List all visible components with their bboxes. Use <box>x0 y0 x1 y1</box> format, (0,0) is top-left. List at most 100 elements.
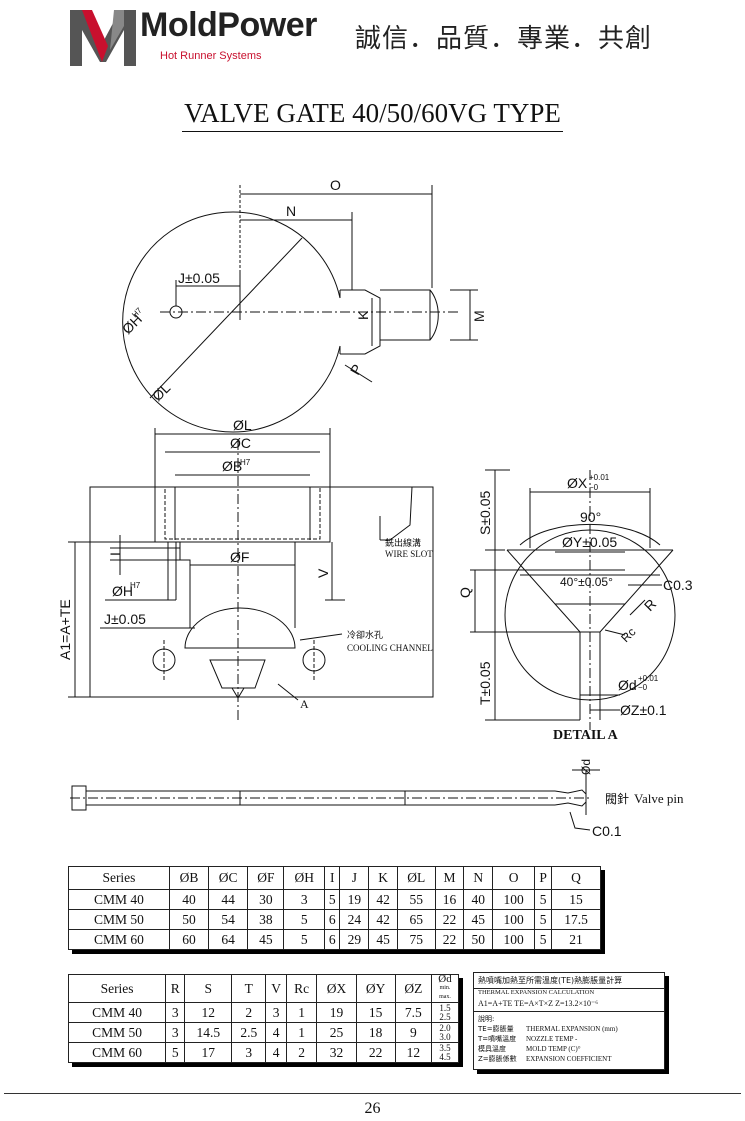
table-cell: CMM 40 <box>68 889 170 910</box>
table-cell: 3 <box>265 1002 287 1023</box>
table-cell: 4 <box>265 1042 287 1063</box>
table-header: N <box>463 866 494 890</box>
table-cell: 50 <box>168 909 210 930</box>
dim-B-tol: H7 <box>240 458 251 467</box>
table-cell: 24 <box>339 909 370 930</box>
dim-K: K <box>355 310 371 320</box>
table-cell: 100 <box>492 929 536 950</box>
table-cell: CMM 50 <box>67 1022 167 1043</box>
table-cell: 45 <box>247 929 285 950</box>
dim-d-tol-up: +0.01 <box>638 674 659 683</box>
table-cell: 7.5 <box>394 1002 433 1023</box>
table-cell: 6 <box>324 909 341 930</box>
table-header: I <box>324 866 341 890</box>
table-header: O <box>492 866 536 890</box>
dim-X: ØX <box>567 475 588 491</box>
dim-Z: ØZ±0.1 <box>620 702 667 718</box>
dim-C01: C0.1 <box>592 823 622 839</box>
brand-subtitle: Hot Runner Systems <box>160 50 262 62</box>
table-cell: 32 <box>316 1042 357 1063</box>
dim-Q: Q <box>457 587 473 598</box>
table-header: ØC <box>208 866 249 890</box>
table-cell: 64 <box>208 929 249 950</box>
table-header-row: Series ØB ØC ØF ØH I J K ØL M N O P Q <box>68 866 601 890</box>
table-header: K <box>368 866 398 890</box>
dim-C03: C0.3 <box>663 577 693 593</box>
moldpower-logo-icon <box>70 10 136 66</box>
table-cell: 40 <box>168 889 210 910</box>
table-cell: 3 <box>283 889 326 910</box>
table-header: ØB <box>168 866 210 890</box>
table-cell: 42 <box>368 889 398 910</box>
dim-B: ØB <box>222 458 242 474</box>
table-cell: 5 <box>534 929 553 950</box>
dim-d: Ød <box>618 677 637 693</box>
dim-L: ØL <box>149 379 174 404</box>
table-header-d: Ød min. max. <box>431 974 459 1003</box>
dim-H2-tol: H7 <box>130 581 141 590</box>
table-header: J <box>339 866 370 890</box>
dim-Y: ØY±0.05 <box>562 534 617 550</box>
table-header: T <box>231 974 267 1003</box>
table-cell: 18 <box>355 1022 396 1043</box>
table-cell: 2 <box>285 1042 318 1063</box>
table-header-row: Series R S T V Rc ØX ØY ØZ Ød min. max. <box>67 974 459 1003</box>
detail-a-label: DETAIL A <box>553 728 619 743</box>
table-cell: 60 <box>168 929 210 950</box>
table-cell: CMM 40 <box>67 1002 167 1023</box>
table-cell: 65 <box>396 909 436 930</box>
dim-N: N <box>286 203 296 219</box>
table-cell: 2.5 <box>231 1022 267 1043</box>
dim-H2: ØH <box>112 583 133 599</box>
table-cell: 50 <box>463 929 494 950</box>
table-cell: 6 <box>324 929 341 950</box>
table-header: P <box>534 866 553 890</box>
table-header: Q <box>551 866 601 890</box>
table-cell: 1 <box>285 1002 318 1023</box>
table-cell: 45 <box>368 929 398 950</box>
dim-R: R <box>641 596 659 614</box>
dim-V: V <box>315 568 331 578</box>
table-header: ØF <box>247 866 285 890</box>
table-cell: 12 <box>394 1042 433 1063</box>
dim-P: P <box>347 361 366 377</box>
table-cell: 5 <box>324 889 341 910</box>
table-cell: 5 <box>165 1042 186 1063</box>
table-cell: 100 <box>492 889 536 910</box>
table-cell: 15 <box>355 1002 396 1023</box>
dim-90deg: 90° <box>580 509 601 525</box>
table-cell: 5 <box>283 929 326 950</box>
table-cell: 9 <box>394 1022 433 1043</box>
table-cell: 75 <box>396 929 436 950</box>
te-title-en: THERMAL EXPANSION CALCULATION <box>478 989 595 996</box>
wire-slot-en: WIRE SLOT <box>385 549 433 559</box>
table-cell: 38 <box>247 909 285 930</box>
table-cell: 3 <box>165 1022 186 1043</box>
table-cell: 25 <box>316 1022 357 1043</box>
section-view <box>68 428 434 720</box>
table-cell: 17 <box>184 1042 233 1063</box>
table-header: S <box>184 974 233 1003</box>
callout-A: A <box>300 697 309 711</box>
table-cell: 42 <box>368 909 398 930</box>
table-cell: 17.5 <box>551 909 601 930</box>
technical-drawing: O N J±0.05 ØH H7 ØL K M P ØL ØC ØB H7 ØF… <box>57 177 693 839</box>
te-formula: A1=A+TE TE=A×T×Z Z=13.2×10⁻⁶ <box>474 996 664 1012</box>
table-header: R <box>165 974 186 1003</box>
te-title-cn: 熱噴嘴加熱至所需溫度(TE)熱膨脹量計算 <box>474 973 664 989</box>
table-header: ØH <box>283 866 326 890</box>
table-header: M <box>434 866 465 890</box>
table-cell: 22 <box>355 1042 396 1063</box>
table-cell: CMM 60 <box>68 929 170 950</box>
valve-pin-view <box>70 769 600 831</box>
dim-40deg: 40°±0.05° <box>560 575 613 589</box>
table-cell: 5 <box>534 889 553 910</box>
pin-label-cn: 閥針 <box>605 791 629 806</box>
